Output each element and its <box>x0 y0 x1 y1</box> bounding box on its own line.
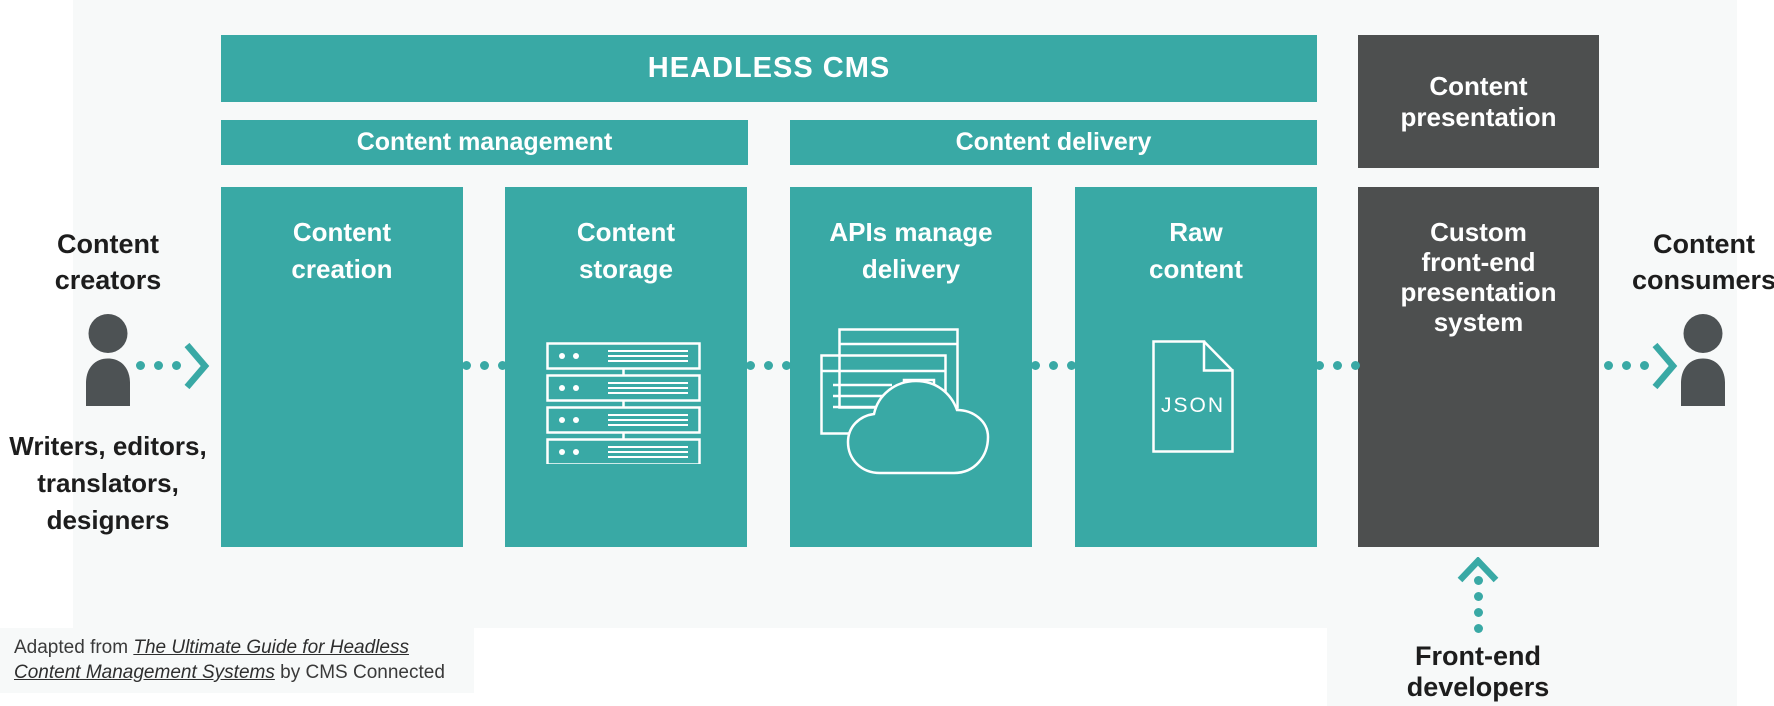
dot <box>479 361 489 370</box>
content-creators-label: Content creators <box>54 229 162 295</box>
dot <box>1473 608 1483 617</box>
dot <box>171 361 181 370</box>
dotted-arrow-up <box>1473 576 1483 633</box>
dotted-arrow-right-actor <box>1601 361 1651 370</box>
dot <box>746 361 755 370</box>
dot <box>1621 361 1631 370</box>
dot <box>1351 361 1360 370</box>
json-file-icon: JSON <box>1152 340 1234 453</box>
headless-cms-banner: HEADLESS CMS <box>221 35 1317 102</box>
content-management-bar: Content management <box>221 120 748 165</box>
chevron-right-icon <box>1652 342 1678 390</box>
dot <box>1639 361 1649 370</box>
stage-label-apis-manage-delivery: APIs manage delivery <box>829 217 993 284</box>
front-end-developers-label: Front-end developers <box>1406 641 1550 702</box>
connector-dots <box>1031 361 1076 370</box>
content-consumers-label: Content consumers <box>1631 229 1774 295</box>
dot <box>1315 361 1324 370</box>
dot <box>1603 361 1613 370</box>
dot <box>497 361 507 370</box>
headless-cms-title: HEADLESS CMS <box>647 52 891 84</box>
stage-label-raw-content: Raw content <box>1149 217 1243 284</box>
attribution-text: Adapted from The Ultimate Guide for Head… <box>14 635 460 685</box>
dot <box>1473 576 1483 585</box>
dot <box>1067 361 1076 370</box>
dot <box>1049 361 1058 370</box>
dot <box>782 361 791 370</box>
dot <box>1031 361 1040 370</box>
chevron-right-icon <box>184 342 210 390</box>
dot <box>1473 624 1483 633</box>
browser-cloud-icon <box>820 328 990 475</box>
stage-label-content-creation: Content creation <box>291 217 393 284</box>
attribution-link[interactable]: The Ultimate Guide for Headless Content … <box>14 637 409 683</box>
dotted-arrow-left-actor <box>134 361 182 370</box>
connector-dots <box>746 361 791 370</box>
person-icon <box>86 314 130 406</box>
content-presentation-box: Content presentation <box>1358 35 1599 168</box>
person-icon <box>1681 314 1725 406</box>
dot <box>1333 361 1342 370</box>
dot <box>1473 592 1483 601</box>
attribution-suffix: by CMS Connected <box>274 662 445 683</box>
connector-dots <box>461 361 507 370</box>
dot <box>153 361 163 370</box>
connector-dots <box>1315 361 1360 370</box>
dot <box>461 361 471 370</box>
content-delivery-label: Content delivery <box>955 128 1152 156</box>
content-delivery-bar: Content delivery <box>790 120 1317 165</box>
attribution-box: Adapted from The Ultimate Guide for Head… <box>0 628 474 693</box>
custom-frontend-box: Custom front-end presentation system <box>1358 187 1599 547</box>
json-file-label: JSON <box>1161 394 1225 417</box>
dot <box>764 361 773 370</box>
chevron-up-icon <box>1457 557 1499 583</box>
diagram-background-bottom-band <box>1327 628 1737 706</box>
content-presentation-label: Content presentation <box>1400 70 1557 132</box>
content-management-label: Content management <box>356 128 613 156</box>
stage-box-apis-manage-delivery: APIs manage delivery <box>790 187 1032 547</box>
stage-box-content-storage: Content storage <box>505 187 747 547</box>
stage-box-raw-content: Raw content JSON <box>1075 187 1317 547</box>
stage-label-content-storage: Content storage <box>576 217 676 284</box>
stage-box-content-creation: Content creation <box>221 187 463 547</box>
custom-frontend-label: Custom front-end presentation system <box>1400 217 1557 337</box>
server-stack-icon <box>546 342 701 464</box>
dot <box>135 361 145 370</box>
writers-editors-label: Writers, editors, translators, designers <box>9 431 207 535</box>
attribution-prefix: Adapted from <box>14 637 134 658</box>
